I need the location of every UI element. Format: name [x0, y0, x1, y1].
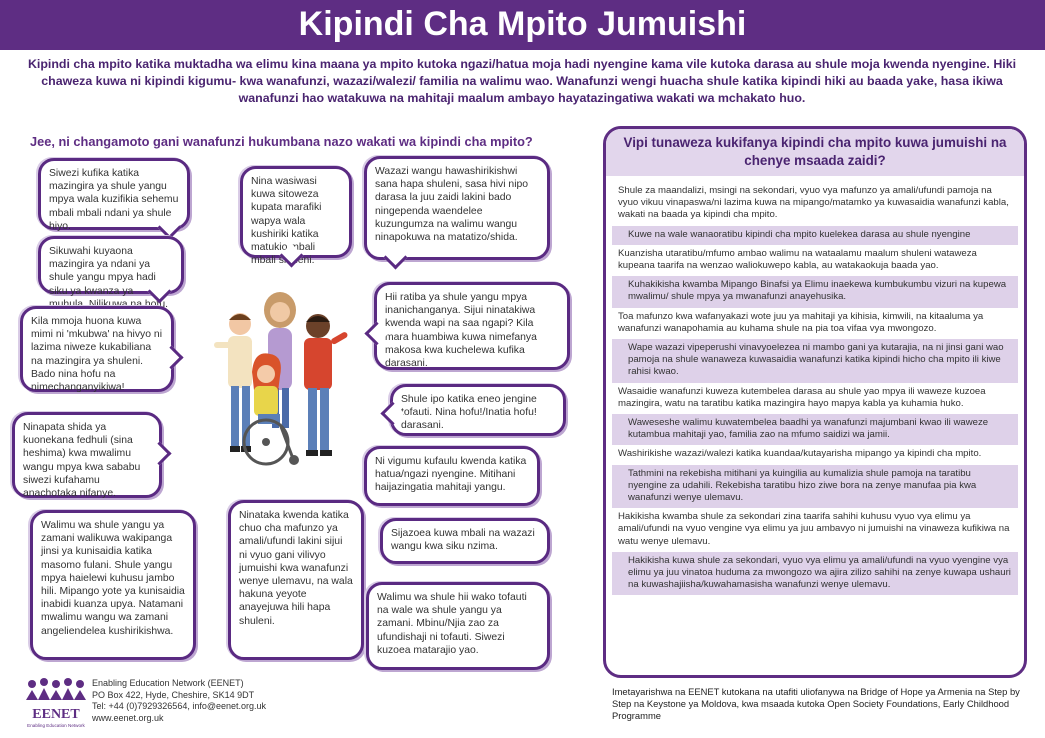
bubble-text: Sikuwahi kuyaona mazingira ya ndani ya s…	[49, 246, 168, 310]
footer-contact: Tel: +44 (0)7929326564, info@eenet.org.u…	[92, 701, 267, 711]
logo-text: EENET	[32, 707, 80, 722]
child-boy-left-figure	[214, 313, 252, 452]
solution-item: Kuwe na wale wanaoratibu kipindi cha mpi…	[612, 225, 1018, 245]
footer-postal: PO Box 422, Hyde, Cheshire, SK14 9DT	[92, 689, 255, 700]
bubble-text: Siwezi kufika katika mazingira ya shule …	[49, 168, 179, 232]
logo-tagline: Enabling Education Network	[27, 723, 85, 728]
intro-paragraph: Kipindi cha mpito katika muktadha wa eli…	[27, 57, 1017, 105]
bubble-text: Sijazoea kuwa mbali na wazazi wangu kwa …	[391, 528, 535, 553]
solutions-panel: Vipi tunaweza kukifanya kipindi cha mpit…	[603, 126, 1027, 678]
solution-item: Waweseshe walimu kuwatembelea baadhi ya …	[612, 414, 1018, 446]
bubble-text: Ni vigumu kufaulu kwenda katika hatua/ng…	[375, 456, 527, 494]
bubble-text: Wazazi wangu hawashirikishwi sana hapa s…	[375, 166, 529, 244]
speech-bubble: Walimu wa shule hii wako tofauti na wale…	[366, 582, 550, 670]
solution-item: Hakikisha kwamba shule za sekondari zina…	[618, 511, 1010, 547]
speech-bubble: Kila mmoja huona kuwa mimi ni 'mkubwa' n…	[20, 306, 184, 394]
solutions-heading: Vipi tunaweza kukifanya kipindi cha mpit…	[606, 129, 1024, 176]
speech-bubble: Sikuwahi kuyaona mazingira ya ndani ya s…	[38, 236, 184, 310]
solution-item: Wape wazazi vipeperushi vinavyoelezea ni…	[612, 339, 1018, 383]
child-hijab-figure	[264, 292, 296, 428]
solution-item: Kuanzisha utaratibu/mfumo ambao walimu n…	[618, 247, 977, 272]
solution-item: Kuhakikisha kwamba Mipango Binafsi ya El…	[612, 276, 1018, 308]
speech-bubble: Nina wasiwasi kuwa sitoweza kupata maraf…	[240, 166, 352, 268]
speech-bubble: Ninapata shida ya kuonekana fedhuli (sin…	[12, 412, 172, 500]
speech-bubble: Siwezi kufika katika mazingira ya shule …	[38, 158, 190, 240]
speech-bubble: Ni vigumu kufaulu kwenda katika hatua/ng…	[364, 446, 540, 506]
bubble-text: Walimu wa shule yangu ya zamani walikuwa…	[41, 520, 185, 637]
bubble-text: Shule ipo katika eneo jengine tofauti. N…	[401, 394, 537, 432]
footer-address: Enabling Education Network (EENET) PO Bo…	[92, 678, 266, 724]
speech-bubble: Sijazoea kuwa mbali na wazazi wangu kwa …	[380, 518, 550, 564]
speech-bubble: Shule ipo katika eneo jengine tofauti. N…	[380, 384, 566, 436]
footer-org: Enabling Education Network (EENET)	[92, 678, 244, 688]
solution-item: Hakikisha kuwa shule za sekondari, vyuo …	[612, 551, 1018, 596]
page-title: Kipindi Cha Mpito Jumuishi	[0, 0, 1045, 50]
bubble-text: Ninataka kwenda katika chuo cha mafunzo …	[239, 510, 353, 627]
solution-item: Tathmini na rekebisha mitihani ya kuingi…	[612, 464, 1018, 509]
footer-website-link[interactable]: www.eenet.org.uk	[92, 712, 164, 723]
speech-bubble: Wazazi wangu hawashirikishwi sana hapa s…	[364, 156, 550, 270]
solution-item: Toa mafunzo kwa wafanyakazi wote juu ya …	[618, 310, 984, 334]
solution-item: Shule za maandalizi, msingi na sekondari…	[618, 185, 1009, 221]
child-wheelchair-figure	[242, 353, 299, 466]
bubble-text: Kila mmoja huona kuwa mimi ni 'mkubwa' n…	[31, 316, 163, 394]
eenet-logo: EENET Enabling Education Network	[26, 678, 86, 728]
bubble-text: Hii ratiba ya shule yangu mpya inanichan…	[385, 292, 537, 370]
solution-item: Wasaidie wanafunzi kuweza kutembelea dar…	[618, 385, 986, 409]
speech-bubble: Hii ratiba ya shule yangu mpya inanichan…	[364, 282, 570, 370]
bubble-text: Walimu wa shule hii wako tofauti na wale…	[377, 592, 527, 656]
bubble-text: Ninapata shida ya kuonekana fedhuli (sin…	[23, 422, 141, 500]
footer-credit: Imetayarishwa na EENET kutokana na utafi…	[612, 686, 1020, 721]
bubble-text: Nina wasiwasi kuwa sitoweza kupata maraf…	[251, 176, 322, 267]
speech-bubble: Ninataka kwenda katika chuo cha mafunzo …	[228, 500, 364, 660]
challenges-heading: Jee, ni changamoto gani wanafunzi hukumb…	[30, 134, 533, 149]
solution-item: Washirikishe wazazi/walezi katika kuanda…	[618, 448, 982, 460]
children-illustration	[214, 292, 348, 466]
speech-bubble: Walimu wa shule yangu ya zamani walikuwa…	[30, 510, 196, 660]
child-boy-right-figure	[304, 314, 348, 456]
